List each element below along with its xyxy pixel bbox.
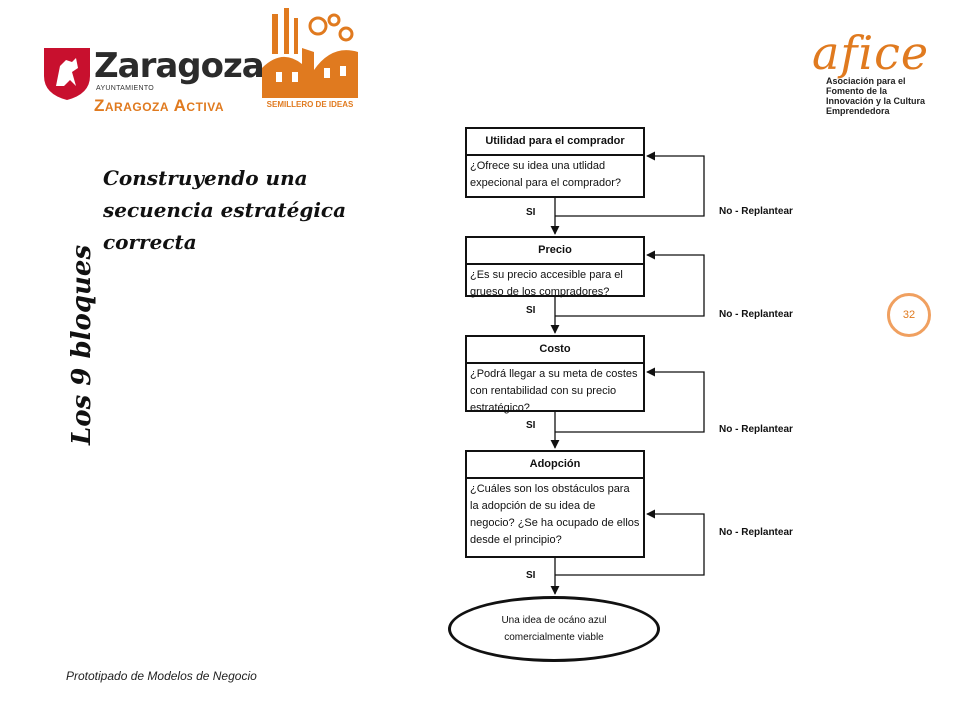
flow-box-title: Utilidad para el comprador — [467, 129, 643, 156]
flow-box-utilidad: Utilidad para el comprador ¿Ofrece su id… — [465, 127, 645, 198]
yes-label: SI — [526, 207, 536, 218]
zaragoza-logo: Zaragoza AYUNTAMIENTO Zaragoza Activa — [42, 40, 265, 120]
yes-label: SI — [526, 305, 536, 316]
slide-heading: Construyendo una secuencia estratégica c… — [103, 166, 347, 254]
no-label: No - Replantear — [719, 206, 793, 217]
flow-box-title: Adopción — [467, 452, 643, 479]
no-label: No - Replantear — [719, 309, 793, 320]
flow-box-title: Precio — [467, 238, 643, 265]
flow-box-adopcion: Adopción ¿Cuáles son los obstáculos para… — [465, 450, 645, 558]
zaragoza-subtitle: AYUNTAMIENTO — [96, 85, 155, 92]
afice-subtitle: Asociación para el Fomento de la Innovac… — [826, 76, 926, 116]
flow-final-text: Una idea de ocáno azul comercialmente vi… — [501, 615, 607, 643]
flow-box-title: Costo — [467, 337, 643, 364]
flow-box-question: ¿Cuáles son los obstáculos para la adopc… — [470, 483, 640, 546]
semillero-label: SEMILLERO DE IDEAS — [262, 100, 358, 109]
semillero-illustration-icon — [262, 8, 358, 98]
no-label: No - Replantear — [719, 527, 793, 538]
vertical-title: Los 9 bloques — [67, 244, 97, 445]
flow-box-costo: Costo ¿Podrá llegar a su meta de costes … — [465, 335, 645, 414]
footer-text: Prototipado de Modelos de Negocio — [66, 669, 257, 683]
page-number-badge: 32 — [887, 293, 931, 337]
semillero-logo: SEMILLERO DE IDEAS — [262, 8, 358, 114]
flow-box-question: ¿Ofrece su idea una utlidad expecional p… — [470, 160, 622, 189]
flow-box-question: ¿Es su precio accesible para el grueso d… — [470, 269, 623, 298]
zaragoza-activa-wordmark: Zaragoza Activa — [94, 96, 225, 115]
zaragoza-shield-icon — [44, 48, 90, 100]
flow-final-outcome: Una idea de ocáno azul comercialmente vi… — [448, 596, 660, 662]
no-label: No - Replantear — [719, 424, 793, 435]
yes-label: SI — [526, 570, 536, 581]
flow-box-question: ¿Podrá llegar a su meta de costes con re… — [470, 368, 638, 414]
flow-box-precio: Precio ¿Es su precio accesible para el g… — [465, 236, 645, 298]
afice-wordmark: afice — [812, 26, 930, 80]
yes-label: SI — [526, 420, 536, 431]
afice-logo: afice Asociación para el Fomento de la I… — [808, 26, 928, 126]
zaragoza-wordmark: Zaragoza — [94, 46, 265, 86]
